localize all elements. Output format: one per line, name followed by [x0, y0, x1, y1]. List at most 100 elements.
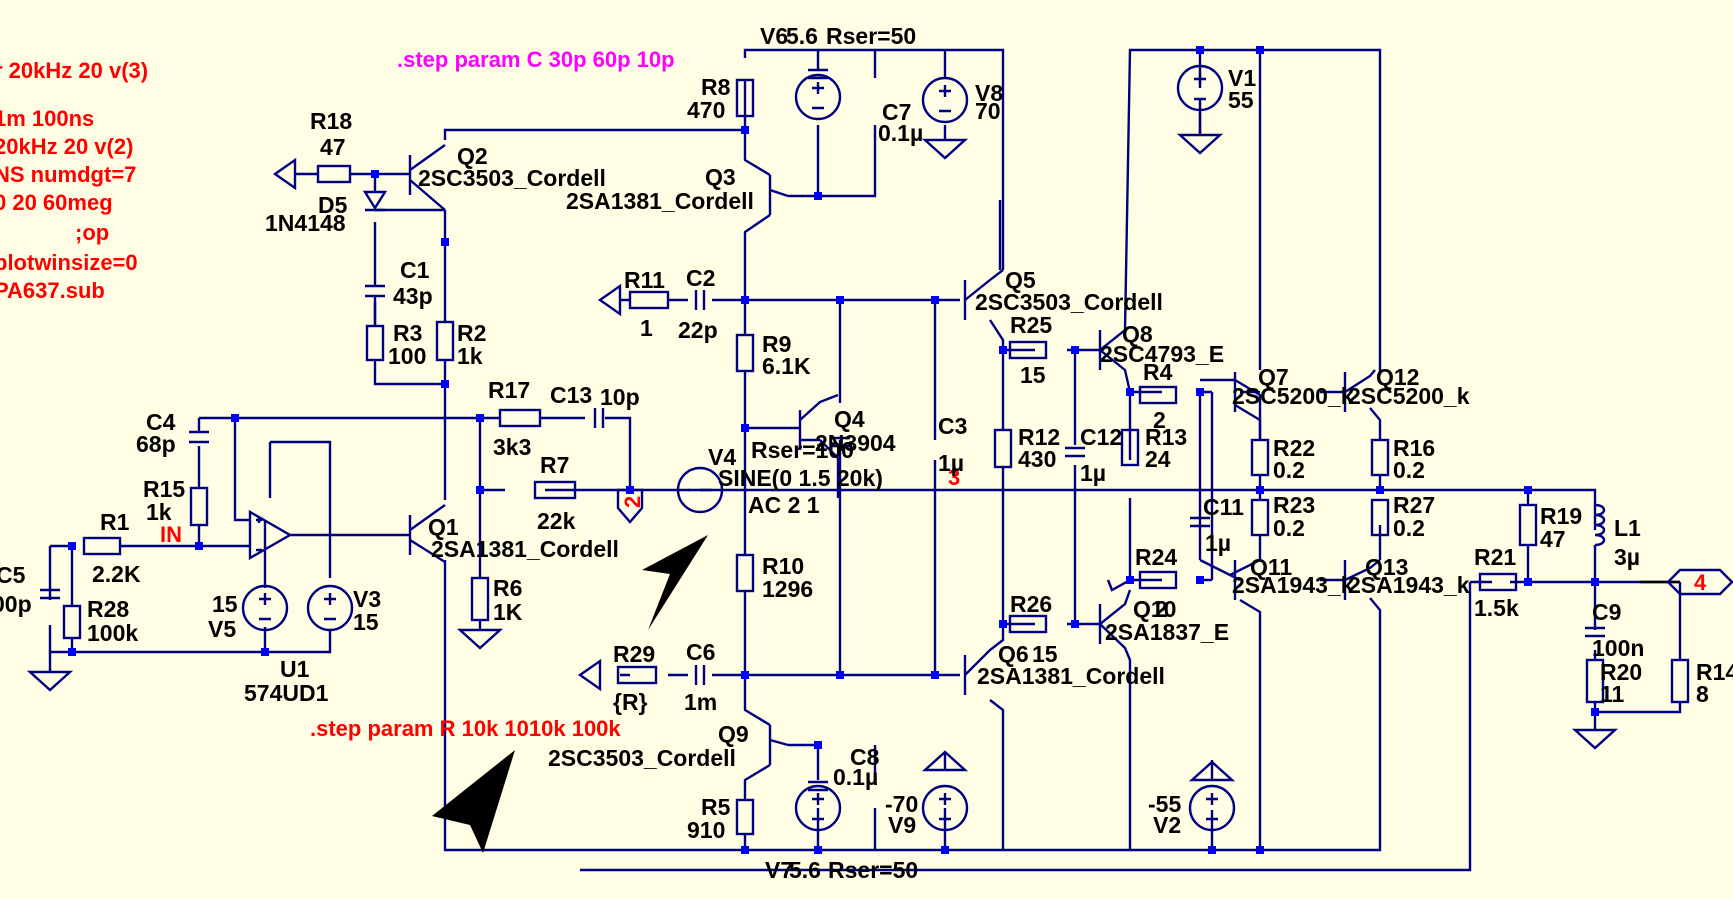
- resistor-R11[interactable]: [628, 290, 670, 310]
- label-Q3-name: Q3: [705, 164, 736, 190]
- voltage-source-V7[interactable]: [794, 784, 842, 832]
- voltage-source-V6[interactable]: [794, 73, 842, 121]
- label-Q4-name: Q4: [834, 406, 865, 432]
- voltage-source-V3[interactable]: [306, 584, 354, 632]
- label-R14-name: R14: [1696, 659, 1733, 685]
- transistor-Q4[interactable]: [798, 393, 839, 450]
- capacitor-C8[interactable]: [808, 780, 828, 792]
- label-R21-name: R21: [1474, 544, 1516, 570]
- capacitor-C3[interactable]: [830, 436, 850, 448]
- resistor-R1[interactable]: [82, 536, 122, 556]
- label-R19-value: 47: [1540, 526, 1566, 552]
- label-C8-name: C8: [850, 744, 880, 770]
- label-R12-name: R12: [1018, 424, 1060, 450]
- label-R28-name: R28: [87, 596, 129, 622]
- diode-D5[interactable]: [362, 190, 388, 212]
- label-R18-value: 47: [320, 134, 346, 160]
- opamp-U1[interactable]: [248, 509, 293, 561]
- resistor-R20[interactable]: [1585, 658, 1605, 704]
- capacitor-C7[interactable]: [808, 68, 828, 80]
- resistor-R5[interactable]: [735, 798, 755, 836]
- capacitor-C11[interactable]: [1190, 516, 1210, 528]
- label-Q2-name: Q2: [457, 143, 488, 169]
- transistor-Q9[interactable]: [768, 725, 789, 765]
- directive-line[interactable]: r 20kHz 20 v(3): [0, 58, 148, 83]
- resistor-R18[interactable]: [316, 164, 352, 184]
- step-param-r[interactable]: .step param R 10k 1010k 100k: [310, 716, 621, 741]
- resistor-R28[interactable]: [62, 604, 82, 640]
- resistor-R16[interactable]: [1370, 438, 1390, 477]
- label-Q12-model: 2SC5200_k: [1348, 383, 1470, 409]
- voltage-source-V2[interactable]: [1188, 784, 1236, 832]
- transistor-Q2[interactable]: [408, 144, 446, 211]
- sources: [241, 64, 1236, 832]
- resistor-R14[interactable]: [1670, 658, 1690, 704]
- resistor-R6[interactable]: [470, 576, 490, 622]
- directive-line[interactable]: ;op: [75, 220, 109, 245]
- step-param-c[interactable]: .step param C 30p 60p 10p: [397, 47, 675, 72]
- directive-line[interactable]: 20kHz 20 v(2): [0, 134, 133, 159]
- label-Q7-name: Q7: [1258, 364, 1289, 390]
- resistor-R4[interactable]: [1138, 385, 1178, 405]
- label-C11-name: C11: [1203, 494, 1244, 520]
- resistor-R13[interactable]: [1120, 428, 1140, 467]
- capacitor-C1[interactable]: [365, 268, 385, 326]
- label-D5-value: 1N4148: [265, 210, 346, 236]
- inductor-L1[interactable]: [1594, 503, 1606, 547]
- transistor-Q1[interactable]: [408, 504, 446, 564]
- label-R25-name: R25: [1010, 312, 1052, 338]
- voltage-source-V5[interactable]: [241, 584, 289, 632]
- directive-line[interactable]: 0 20 60meg: [0, 190, 113, 215]
- voltage-source-V4[interactable]: [676, 466, 724, 514]
- resistor-R24[interactable]: [1138, 570, 1178, 590]
- voltage-source-V9[interactable]: [921, 784, 969, 832]
- resistor-R9[interactable]: [735, 333, 755, 373]
- resistor-R17[interactable]: [498, 408, 542, 428]
- resistor-R22[interactable]: [1250, 438, 1270, 477]
- resistor-R27[interactable]: [1370, 498, 1390, 537]
- net-flag-left: [597, 283, 622, 317]
- capacitor-C4[interactable]: [189, 430, 209, 444]
- ground-symbol: [456, 628, 504, 650]
- resistor-R3[interactable]: [365, 324, 385, 362]
- label-R10-name: R10: [762, 553, 804, 579]
- capacitor-C6[interactable]: [694, 665, 706, 685]
- label-Q8-model: 2SC4793_E: [1100, 341, 1224, 367]
- resistor-R10[interactable]: [735, 553, 755, 593]
- resistor-R29[interactable]: [616, 665, 658, 685]
- label-V8-name: V8: [975, 80, 1003, 106]
- directive-line[interactable]: PA637.sub: [0, 278, 105, 303]
- capacitor-C5[interactable]: [40, 588, 60, 600]
- label-R3-name: R3: [393, 320, 422, 346]
- label-R9-name: R9: [762, 331, 791, 357]
- resistor-R26[interactable]: [1008, 614, 1048, 634]
- resistor-R19[interactable]: [1518, 503, 1538, 547]
- resistor-R25[interactable]: [1008, 340, 1048, 360]
- net-flag-2: [616, 488, 644, 524]
- resistor-R21[interactable]: [1478, 572, 1518, 592]
- label-V4-value: SINE(0 1.5 20k): [718, 465, 883, 491]
- capacitor-C13[interactable]: [593, 408, 605, 428]
- resistor-R7[interactable]: [533, 480, 577, 500]
- directive-line[interactable]: NS numdgt=7: [0, 162, 136, 187]
- label-V6-name: V6: [760, 23, 788, 49]
- voltage-source-V8[interactable]: [921, 76, 969, 124]
- voltage-source-V1[interactable]: [1176, 64, 1224, 112]
- directive-line[interactable]: plotwinsize=0: [0, 250, 138, 275]
- capacitor-C2[interactable]: [694, 290, 706, 310]
- resistor-R8[interactable]: [735, 78, 755, 118]
- capacitor-C12[interactable]: [1065, 446, 1085, 458]
- resistor-R12[interactable]: [993, 428, 1013, 469]
- grounds: [26, 133, 1733, 782]
- transistor-Q3[interactable]: [768, 175, 789, 215]
- resistor-R15[interactable]: [189, 486, 209, 527]
- label-V9-name: V9: [888, 812, 916, 838]
- directive-line[interactable]: 1m 100ns: [0, 106, 94, 131]
- label-Q1-name: Q1: [428, 514, 459, 540]
- label-Q10-model: 2SA1837_E: [1105, 619, 1229, 645]
- junctions: [68, 46, 1599, 854]
- resistor-R2[interactable]: [435, 320, 455, 362]
- capacitor-C9[interactable]: [1585, 626, 1605, 638]
- resistor-R23[interactable]: [1250, 498, 1270, 537]
